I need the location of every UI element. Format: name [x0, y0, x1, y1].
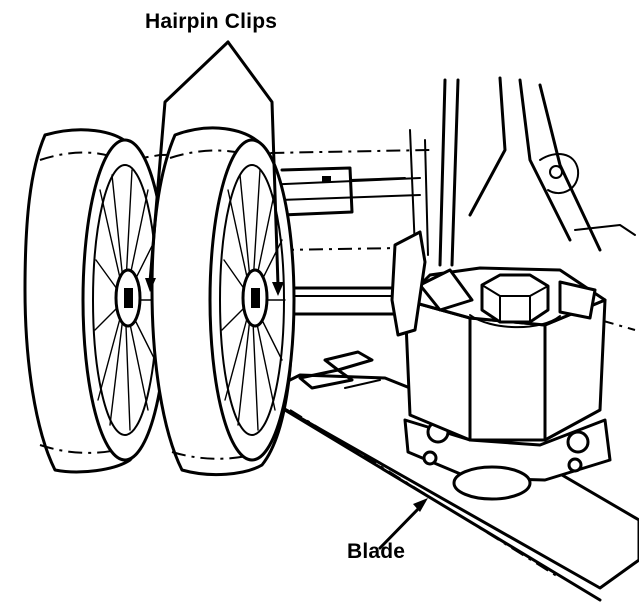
mower-frame [409, 76, 636, 331]
blade-adapter [390, 230, 612, 501]
right-wheel [150, 126, 296, 477]
blade-label: Blade [347, 540, 406, 563]
hairpin-clips-label: Hairpin Clips [145, 10, 278, 33]
left-wheel [23, 128, 169, 474]
blade-leader [378, 498, 428, 550]
hairpin-clips-leaders [145, 40, 284, 296]
